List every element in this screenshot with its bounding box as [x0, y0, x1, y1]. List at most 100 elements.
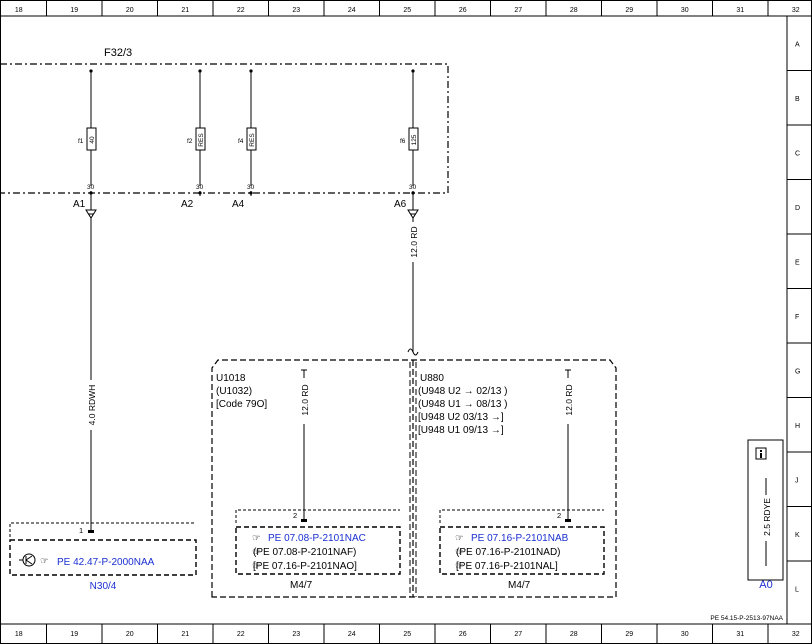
connector-n30-4[interactable]: 1 ☞ PE 42.47-P-2000NAA N30/4 — [9, 522, 197, 592]
ref-link-right-3[interactable]: [PE 07.16-P-2101NAL] — [456, 561, 558, 572]
info-icon[interactable] — [755, 447, 767, 460]
column-number: 26 — [459, 7, 467, 14]
fuse-f1-rating: 40 — [89, 136, 96, 144]
column-number: 22 — [237, 7, 245, 14]
fuse-f6-name: f6 — [400, 138, 406, 145]
fuse-f4-pin: 30 — [247, 184, 255, 191]
ref-link-right-1[interactable]: PE 07.16-P-2101NAB — [471, 533, 569, 544]
variant-u880: U880 (U948 U2 → 02/13 ) (U948 U1 → 08/13… — [418, 369, 605, 591]
variant-right-pin: 2 — [557, 511, 561, 520]
variant-left-line-2: (U1032) — [216, 386, 252, 397]
variant-left-pin: 2 — [293, 511, 297, 520]
fuse-f2-output: A2 — [181, 199, 194, 210]
connector-m4-7-right[interactable]: 2 ☞ PE 07.16-P-2101NAB ☞ (PE 07.16-P-210… — [439, 509, 605, 591]
ref-link-right-2[interactable]: (PE 07.16-P-2101NAD) — [456, 547, 561, 558]
column-number: 22 — [237, 631, 245, 638]
ref-icon-left-3: ☞ — [252, 561, 261, 572]
column-number: 31 — [736, 631, 744, 638]
column-number: 26 — [459, 631, 467, 638]
fuse-f2-pin: 30 — [196, 184, 204, 191]
fuse-f1-name: f1 — [78, 138, 84, 145]
fuse-f4-name: f4 — [238, 138, 244, 145]
row-letter: L — [795, 586, 799, 593]
column-number: 18 — [15, 7, 23, 14]
ref-icon-right-2: ☞ — [455, 547, 464, 558]
variant-right-line-1: U880 — [420, 373, 444, 384]
fuse-f6[interactable]: 125 f6 30 A6 — [394, 69, 419, 219]
ref-link-left-3[interactable]: [PE 07.16-P-2101NAO] — [253, 561, 357, 572]
column-number: 30 — [681, 7, 689, 14]
wire-a6-label: 12.0 RD — [409, 226, 419, 257]
column-number: 24 — [348, 7, 356, 14]
column-number: 24 — [348, 631, 356, 638]
column-number: 19 — [70, 7, 78, 14]
row-letter: A — [795, 41, 800, 48]
column-number: 29 — [625, 7, 633, 14]
wire-a0-label: 2.5 RDYE — [762, 498, 772, 536]
column-number: 28 — [570, 7, 578, 14]
wire-a6[interactable]: 12.0 RD — [407, 218, 419, 356]
ref-icon-right-1: ☞ — [455, 533, 464, 544]
fuse-f4-rating: RES — [249, 133, 256, 147]
variant-frame — [211, 359, 617, 598]
component-symbol-icon — [19, 553, 36, 567]
column-number: 18 — [15, 631, 23, 638]
variant-right-line-3: (U948 U1 → 08/13 ) — [418, 399, 508, 410]
component-n30-label[interactable]: N30/4 — [90, 581, 117, 592]
variant-left-line-1: U1018 — [216, 373, 246, 384]
column-number: 21 — [181, 7, 189, 14]
component-left: M4/7 — [290, 580, 313, 591]
wire-u880-label: 12.0 RD — [564, 384, 574, 415]
fuse-f4-output: A4 — [232, 199, 245, 210]
component-right: M4/7 — [508, 580, 531, 591]
wire-u1018[interactable]: 12.0 RD — [299, 369, 310, 520]
column-number: 25 — [403, 631, 411, 638]
row-letter: H — [795, 423, 800, 430]
fuse-f4[interactable]: RES f4 30 A4 — [232, 69, 257, 210]
fuse-f6-pin: 30 — [409, 184, 417, 191]
column-number: 23 — [292, 631, 300, 638]
column-number: 28 — [570, 631, 578, 638]
row-letter: F — [795, 314, 799, 321]
row-letter: K — [795, 532, 800, 539]
column-number: 29 — [625, 631, 633, 638]
column-number: 25 — [403, 7, 411, 14]
fuse-f2[interactable]: RES f2 30 A2 — [181, 69, 206, 210]
fuse-f1-output: A1 — [73, 199, 86, 210]
row-letter: E — [795, 259, 800, 266]
fuse-f2-rating: RES — [198, 133, 205, 147]
row-letter: G — [795, 368, 800, 375]
wire-a1[interactable]: 4.0 RDWH — [86, 218, 97, 530]
n30-pin: 1 — [79, 526, 83, 535]
variant-right-line-2: (U948 U2 → 02/13 ) — [418, 386, 508, 397]
a0-block[interactable]: 2.5 RDYE A0 — [747, 439, 784, 591]
ref-icon-left-2: ☞ — [252, 547, 261, 558]
column-number: 32 — [792, 631, 800, 638]
connector-m4-7-left[interactable]: 2 ☞ PE 07.08-P-2101NAC ☞ (PE 07.08-P-210… — [235, 509, 401, 591]
column-number: 27 — [514, 631, 522, 638]
a0-label[interactable]: A0 — [759, 579, 772, 591]
variant-right-line-5: [U948 U1 09/13 →] — [418, 425, 504, 436]
variant-u1018: U1018 (U1032) [Code 79O] 12.0 RD 2 ☞ PE … — [216, 369, 401, 591]
row-letter: B — [795, 96, 800, 103]
ref-link-left-1[interactable]: PE 07.08-P-2101NAC — [268, 533, 366, 544]
column-number: 23 — [292, 7, 300, 14]
wire-a1-label: 4.0 RDWH — [87, 385, 97, 426]
fuse-f6-output: A6 — [394, 199, 407, 210]
fuse-f1[interactable]: 40 f1 30 A1 — [73, 69, 97, 219]
wire-u880[interactable]: 12.0 RD — [563, 369, 574, 520]
ref-icon-n30: ☞ — [40, 556, 49, 567]
fuse-block-label: F32/3 — [104, 47, 132, 59]
column-number: 20 — [126, 631, 134, 638]
ref-link-n30[interactable]: PE 42.47-P-2000NAA — [57, 557, 155, 568]
wire-u1018-label: 12.0 RD — [300, 384, 310, 415]
variant-right-line-4: [U948 U2 03/13 →] — [418, 412, 504, 423]
column-number: 27 — [514, 7, 522, 14]
column-number: 30 — [681, 631, 689, 638]
column-number: 31 — [736, 7, 744, 14]
ref-link-left-2[interactable]: (PE 07.08-P-2101NAF) — [253, 547, 356, 558]
